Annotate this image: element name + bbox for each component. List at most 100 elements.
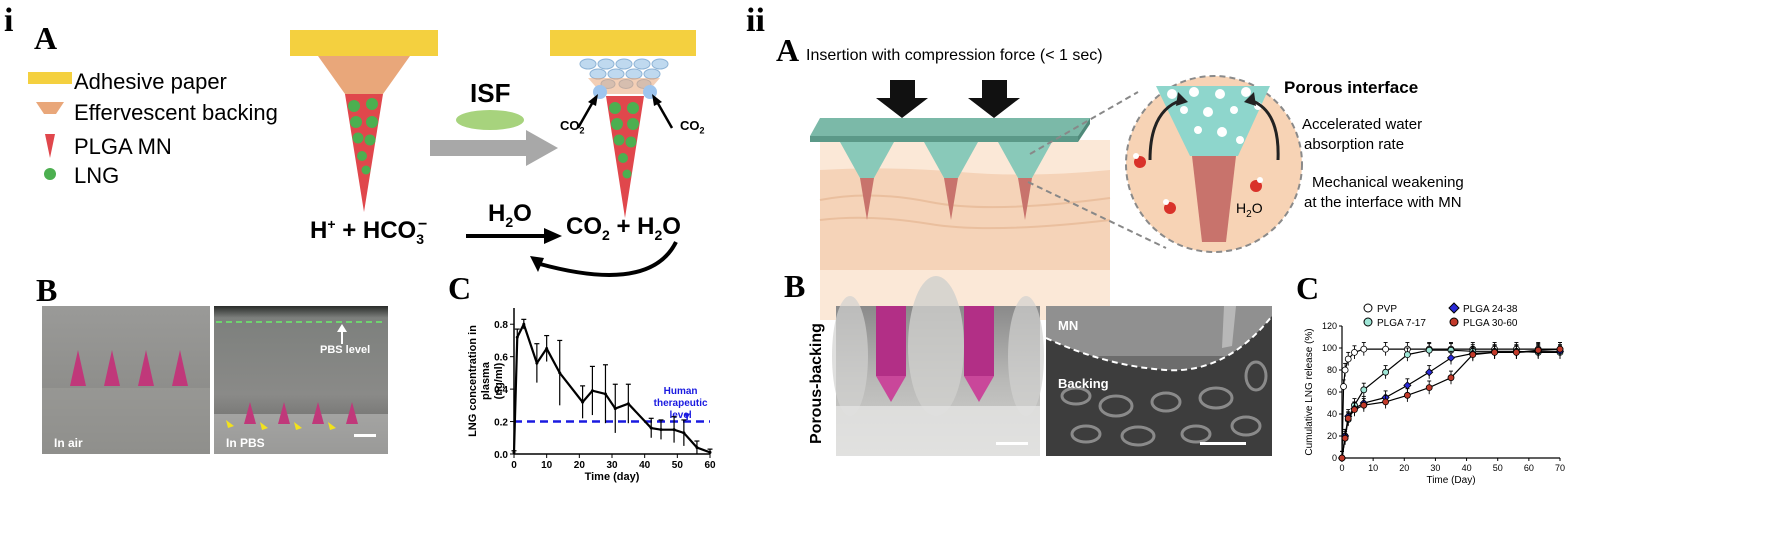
legend-effervescent-backing: Effervescent backing [74,100,278,125]
x-tick-label: 20 [574,460,586,471]
y-tick-label: 0.0 [494,450,508,461]
plga-mn-swatch [45,134,55,158]
down-arrow-icon [876,80,928,118]
legend-icons [28,72,72,180]
x-tick-label: 50 [1493,463,1503,473]
x-tick-label: 60 [704,460,716,471]
data-point [1425,368,1434,377]
y-axis-label: (ng/ml) [493,362,505,399]
data-point [545,347,549,351]
reactant-h-hco3: H+ + HCO3− [310,216,428,247]
x-tick-label: 50 [672,460,684,471]
panel-i-c-label: C [448,270,472,306]
data-point [1382,398,1389,406]
panel-ii-c-label: C [1296,270,1320,306]
y-axis-label: Cumulative LNG release (%) [1304,328,1315,455]
data-point [1404,391,1411,399]
panel-ii-b-label: B [784,268,806,304]
data-point [695,446,699,450]
x-tick-label: 0 [511,460,517,471]
h2o-catalyst-label: H2O [488,200,532,230]
mn-after-schematic [550,30,696,218]
pbs-level-label: PBS level [320,344,371,356]
y-tick-label: 0.8 [494,320,508,331]
data-point [1341,434,1349,442]
h2o-label-ii: H2O [1236,200,1263,220]
in-pbs-label: In PBS [226,436,265,450]
y-tick-label: 0.4 [494,385,508,396]
scale-bar-2 [996,442,1028,445]
y-tick-label: 20 [1327,431,1337,441]
x-tick-label: 40 [1462,463,1472,473]
y-tick-label: 0 [1332,453,1337,463]
in-air-label: In air [54,436,83,450]
panel-i-b-label: B [36,272,58,308]
porous-backing-label: Porous-backing [808,323,825,444]
x-tick-label: 20 [1399,463,1409,473]
legend-marker [1363,303,1373,313]
data-point [603,392,607,396]
reaction-arrow-icon [466,228,562,244]
data-point [1447,374,1455,382]
legend-label: PLGA 7-17 [1377,318,1426,329]
mechanical-weakening-line2: at the interface with MN [1304,194,1462,211]
data-point [1534,346,1542,354]
data-point [626,402,630,406]
data-point [1382,345,1389,353]
data-point [558,371,562,375]
adhesive-paper-swatch [28,72,72,84]
legend-marker [1449,317,1459,327]
accelerated-water-line2: absorption rate [1304,136,1405,153]
lng-swatch [44,168,56,180]
accelerated-water-line1: Accelerated water [1302,116,1423,133]
x-tick-label: 30 [606,460,618,471]
data-point [581,400,585,404]
data-point [1491,349,1499,356]
data-point [522,322,526,326]
data-point [1425,384,1433,391]
isf-label: ISF [470,78,511,108]
series-line [1341,348,1561,459]
legend-label: PLGA 24-38 [1463,304,1518,315]
y-tick-label: 0.6 [494,353,508,364]
co2-right-label: CO2 [680,118,705,136]
x-tick-label: 10 [541,460,553,471]
legend-label: PVP [1377,304,1397,315]
x-tick-label: 0 [1339,463,1344,473]
data-point [1403,381,1412,390]
y-axis-label: plasma [480,361,492,400]
data-point [1360,386,1368,394]
series-line [1341,350,1560,459]
y-tick-label: 100 [1322,343,1337,353]
data-point [708,450,712,454]
photo-in-pbs: PBS level In PBS [214,306,388,454]
legend-marker [1363,317,1373,327]
legend-lng: LNG [74,163,120,188]
data-point [1344,355,1352,363]
data-point [613,407,617,411]
mn-before-schematic [290,30,438,212]
porous-mn-schematic [810,75,1303,320]
data-point [1382,368,1389,376]
photo-in-air: In air [42,306,210,454]
y-tick-label: 60 [1327,387,1337,397]
mechanical-weakening-line1: Mechanical weakening [1312,174,1464,191]
data-point [672,428,676,432]
data-point [1340,383,1347,390]
legend-label: PLGA 30-60 [1463,318,1518,329]
annotation-arrowhead [684,413,691,419]
data-point [1351,406,1358,413]
mn-label: MN [1058,318,1079,333]
annotation-text: level [669,410,691,421]
data-point [1446,353,1456,362]
co2-left-label: CO2 [560,118,585,136]
x-tick-label: 10 [1368,463,1378,473]
porous-interface-title: Porous interface [1284,78,1419,97]
data-point [1341,366,1349,374]
data-point [1512,349,1520,356]
x-tick-label: 30 [1430,463,1440,473]
isf-arrow [430,110,558,166]
y-axis-label: LNG concentration in [467,325,479,437]
isf-drop [456,110,524,130]
y-tick-label: 0.2 [494,418,508,429]
